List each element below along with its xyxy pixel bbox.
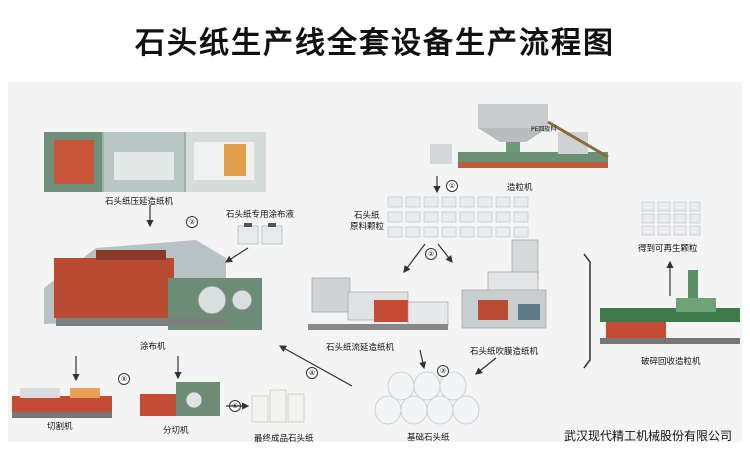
cutter-image: [10, 382, 114, 422]
step-marker-5: ⑤: [118, 373, 130, 385]
step-marker-3: ③: [437, 365, 449, 377]
page-title: 石头纸生产线全套设备生产流程图: [135, 26, 615, 61]
finished-paper-image: [250, 384, 306, 424]
finished-paper-label: 最终成品石头纸: [254, 434, 314, 444]
regrind-pellets-image: [640, 200, 702, 238]
slitter-image: [136, 378, 226, 422]
raw-pellets-label-line1: 石头纸: [354, 211, 380, 221]
casting-machine-label: 石头纸流延造纸机: [326, 343, 395, 353]
cutter-label: 切割机: [47, 422, 73, 432]
base-rolls-label: 基础石头纸: [407, 433, 450, 443]
blown-film-machine-image: [458, 238, 550, 338]
raw-pellets-label-line2: 原料颗粒: [350, 222, 385, 232]
pelletizer-label: 造粒机: [507, 183, 533, 193]
step-marker-4: ④: [306, 367, 318, 379]
base-rolls-image: [370, 370, 488, 428]
step-marker-2-center: ②: [425, 248, 437, 260]
casting-machine-image: [302, 272, 452, 336]
regrind-pellets-label: 得到可再生颗粒: [638, 244, 698, 254]
pe-feed-label-rest: 回旋料: [538, 126, 557, 133]
coater-image: [36, 228, 264, 334]
calender-machine-image: [44, 132, 266, 192]
step-marker-6: ⑥: [229, 400, 241, 412]
pe-feed-label: PE: [531, 126, 539, 133]
step-marker-2-left: ②: [186, 216, 198, 228]
step-marker-1: ①: [446, 180, 458, 192]
slitter-label: 分切机: [163, 426, 189, 436]
blown-film-machine-label: 石头纸吹膜造纸机: [470, 347, 539, 357]
company-name: 武汉现代精工机械股份有限公司: [563, 429, 732, 443]
calender-machine-label: 石头纸压延造纸机: [105, 197, 174, 207]
crusher-pelletizer-image: [596, 268, 744, 350]
coater-label: 涂布机: [140, 342, 166, 352]
coating-liquid-image: [236, 222, 284, 246]
crusher-pelletizer-label: 破碎回收造粒机: [641, 357, 701, 367]
raw-pellets-image: [386, 195, 546, 239]
pelletizer-image: [418, 102, 614, 180]
coating-liquid-label: 石头纸专用涂布液: [226, 210, 295, 220]
